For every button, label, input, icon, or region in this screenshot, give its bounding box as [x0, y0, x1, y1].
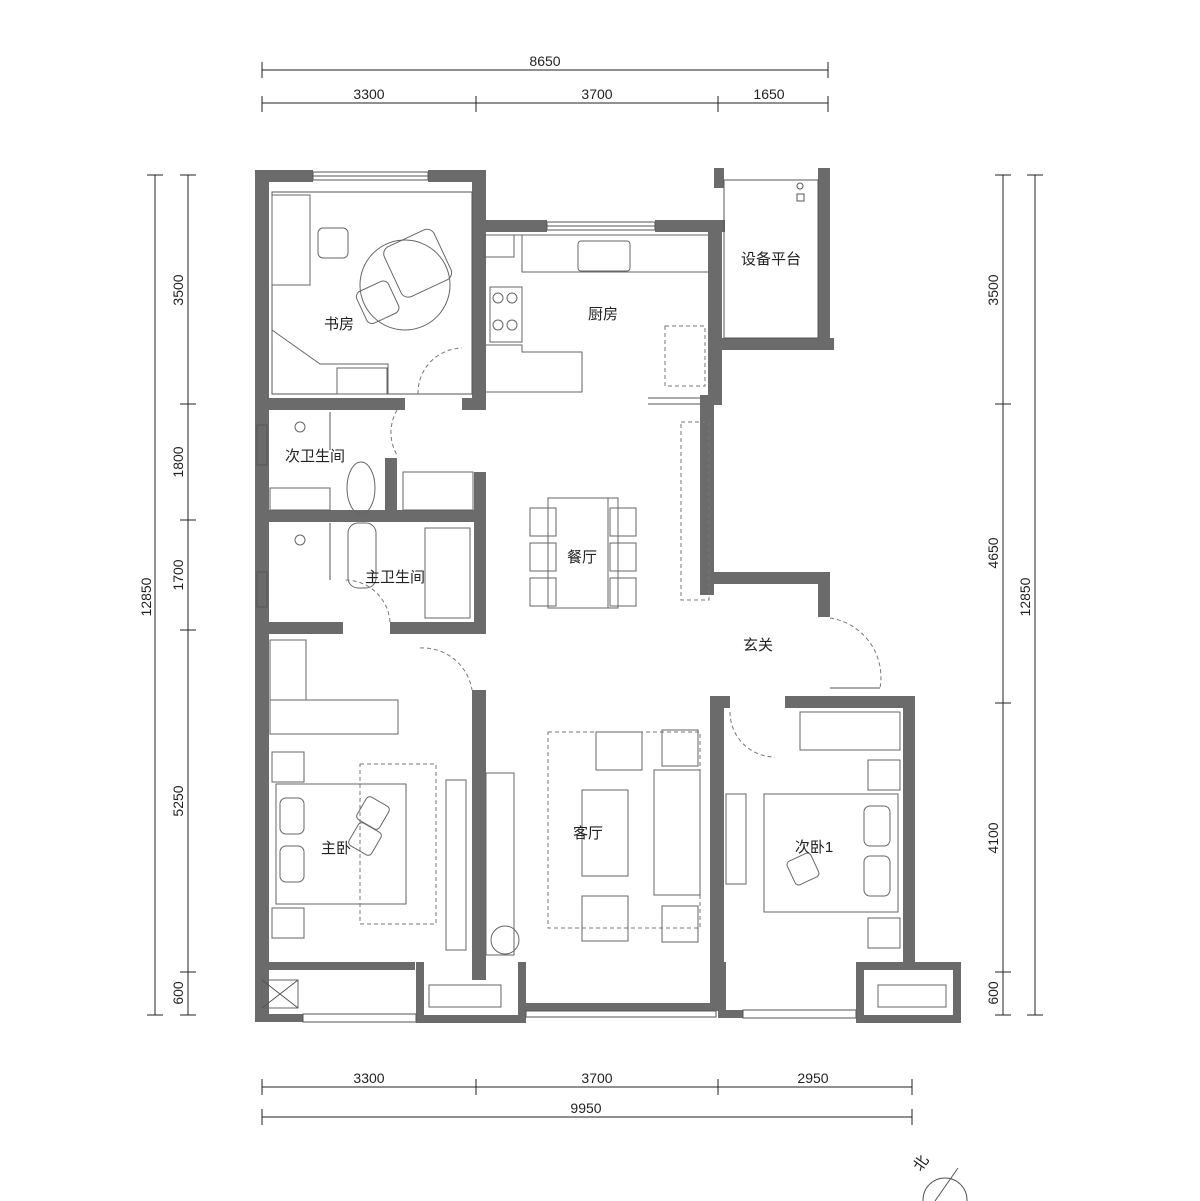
room-label-master-bathroom: 主卫生间	[365, 569, 425, 586]
right-dimensions: 3500 4650 4100 600 12850	[985, 174, 1043, 1016]
room-label-entrance: 玄关	[743, 637, 773, 654]
dim-top-seg-3: 1650	[753, 86, 784, 102]
compass-north-label: 北	[910, 1152, 933, 1174]
kitchen-furniture	[483, 234, 710, 601]
entrance-door	[829, 617, 882, 689]
left-dimensions: 12850 3500 1800 1700 5250 600	[138, 174, 196, 1016]
room-label-equipment-platform: 设备平台	[741, 251, 801, 268]
dim-left-seg-1: 3500	[170, 274, 186, 305]
dim-bottom-seg-1: 3300	[353, 1070, 384, 1086]
dim-bottom-seg-2: 3700	[581, 1070, 612, 1086]
study-furniture	[271, 191, 473, 395]
second-bedroom-furniture	[725, 711, 901, 949]
dim-left-seg-3: 1700	[170, 559, 186, 590]
bathroom-fixtures	[269, 409, 474, 623]
dining-furniture	[529, 497, 637, 609]
balcony-units	[261, 979, 947, 1009]
room-label-master-bedroom: 主卧	[321, 840, 351, 857]
walls	[255, 168, 961, 1023]
dim-left-seg-4: 5250	[170, 785, 186, 816]
room-label-living: 客厅	[573, 825, 603, 842]
windows	[256, 171, 857, 1023]
dim-right-seg-1: 3500	[985, 274, 1001, 305]
room-label-study: 书房	[324, 316, 354, 333]
compass: 北	[910, 1152, 968, 1201]
dim-bottom-seg-3: 2950	[797, 1070, 828, 1086]
dim-right-seg-4: 600	[985, 981, 1001, 1005]
equipment-platform-detail	[723, 179, 819, 339]
dim-left-seg-2: 1800	[170, 446, 186, 477]
dim-right-total: 12850	[1017, 577, 1033, 616]
room-label-kitchen: 厨房	[588, 306, 618, 323]
dim-right-seg-3: 4100	[985, 822, 1001, 853]
dim-right-seg-2: 4650	[985, 537, 1001, 568]
living-furniture	[485, 729, 701, 956]
dim-left-seg-5: 600	[170, 981, 186, 1005]
top-dimensions: 8650 3300 3700 1650	[261, 53, 829, 112]
room-label-dining: 餐厅	[567, 549, 597, 566]
dim-left-total: 12850	[138, 577, 154, 616]
dim-top-seg-2: 3700	[581, 86, 612, 102]
room-label-second-bedroom: 次卧1	[795, 839, 833, 856]
master-bedroom-furniture	[269, 639, 473, 951]
dim-bottom-total: 9950	[570, 1100, 601, 1116]
room-labels: 书房 厨房 设备平台 次卫生间 主卫生间 餐厅 玄关 客厅 主卧 次卧1	[285, 251, 833, 857]
bottom-dimensions: 3300 3700 2950 9950	[261, 1070, 913, 1125]
dim-top-total: 8650	[529, 53, 560, 69]
room-label-second-bathroom: 次卫生间	[285, 448, 345, 465]
dim-top-seg-1: 3300	[353, 86, 384, 102]
